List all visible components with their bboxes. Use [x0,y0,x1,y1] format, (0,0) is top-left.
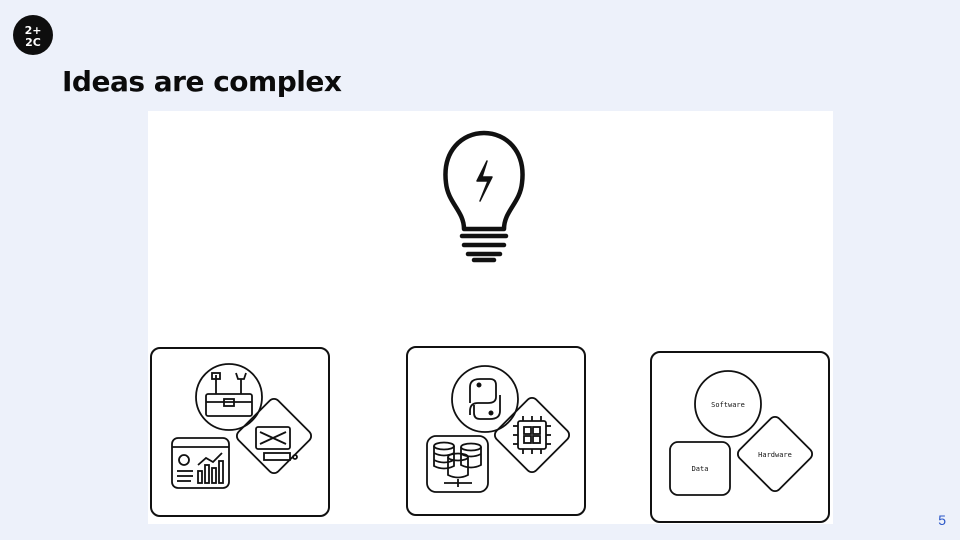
card-code-data [406,346,586,516]
software-label: Software [711,401,745,409]
logo-text-bottom: 2C [25,36,41,49]
python-logo-icon [451,365,519,433]
toolbox-icon [195,363,263,431]
computer-icon [235,397,313,475]
hardware-diamond: Hardware [736,415,814,493]
diagram: Software Hardware Data [150,130,830,523]
dashboard-chart-icon [171,437,230,489]
lightbulb-icon [443,130,525,263]
data-label: Data [692,465,709,473]
data-box: Data [669,441,731,496]
slide-title: Ideas are complex [62,65,342,98]
database-icon [426,435,489,493]
page-number: 5 [938,512,946,528]
card-concepts: Software Hardware Data [650,351,830,523]
brand-logo: 2+ 2C [13,15,53,55]
diagram-canvas: Software Hardware Data [148,111,833,524]
logo-mark: 2+ 2C [25,24,42,49]
chip-icon [493,396,571,474]
software-circle: Software [694,370,762,438]
card-tools [150,347,330,517]
logo-text-top: 2+ [25,24,42,37]
hardware-label: Hardware [758,451,792,459]
